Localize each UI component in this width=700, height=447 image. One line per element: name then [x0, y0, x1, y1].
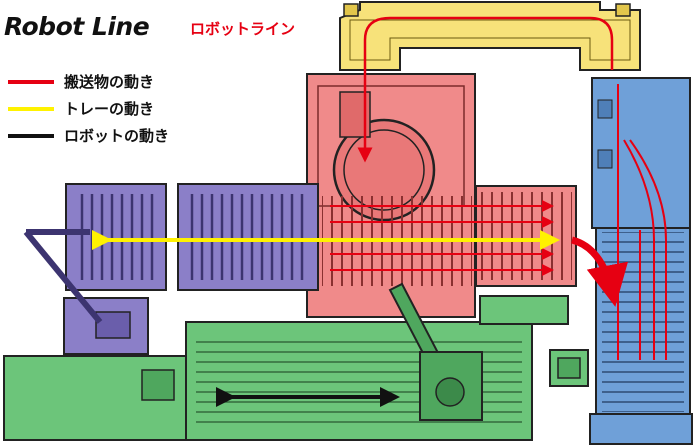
page-title: Robot Line: [4, 12, 150, 41]
legend-label-workpiece: 搬送物の動き: [64, 73, 155, 91]
legend-item-tray: トレーの動き: [8, 95, 169, 122]
workpiece-flow-arrows: [330, 16, 667, 360]
legend: 搬送物の動き トレーの動き ロボットの動き: [8, 68, 169, 149]
red-processing-cell: [306, 73, 577, 318]
legend-swatch-black: [8, 133, 54, 138]
legend-label-tray: トレーの動き: [64, 100, 155, 118]
green-robot-base: [3, 282, 589, 441]
legend-item-robot: ロボットの動き: [8, 122, 169, 149]
legend-item-workpiece: 搬送物の動き: [8, 68, 169, 95]
legend-label-robot: ロボットの動き: [64, 127, 170, 145]
legend-swatch-red: [8, 79, 54, 84]
yellow-overhead-conveyor: [339, 1, 641, 71]
page-subtitle: ロボットライン: [190, 20, 296, 38]
blue-side-conveyor: [589, 77, 693, 445]
legend-swatch-yellow: [8, 106, 54, 111]
